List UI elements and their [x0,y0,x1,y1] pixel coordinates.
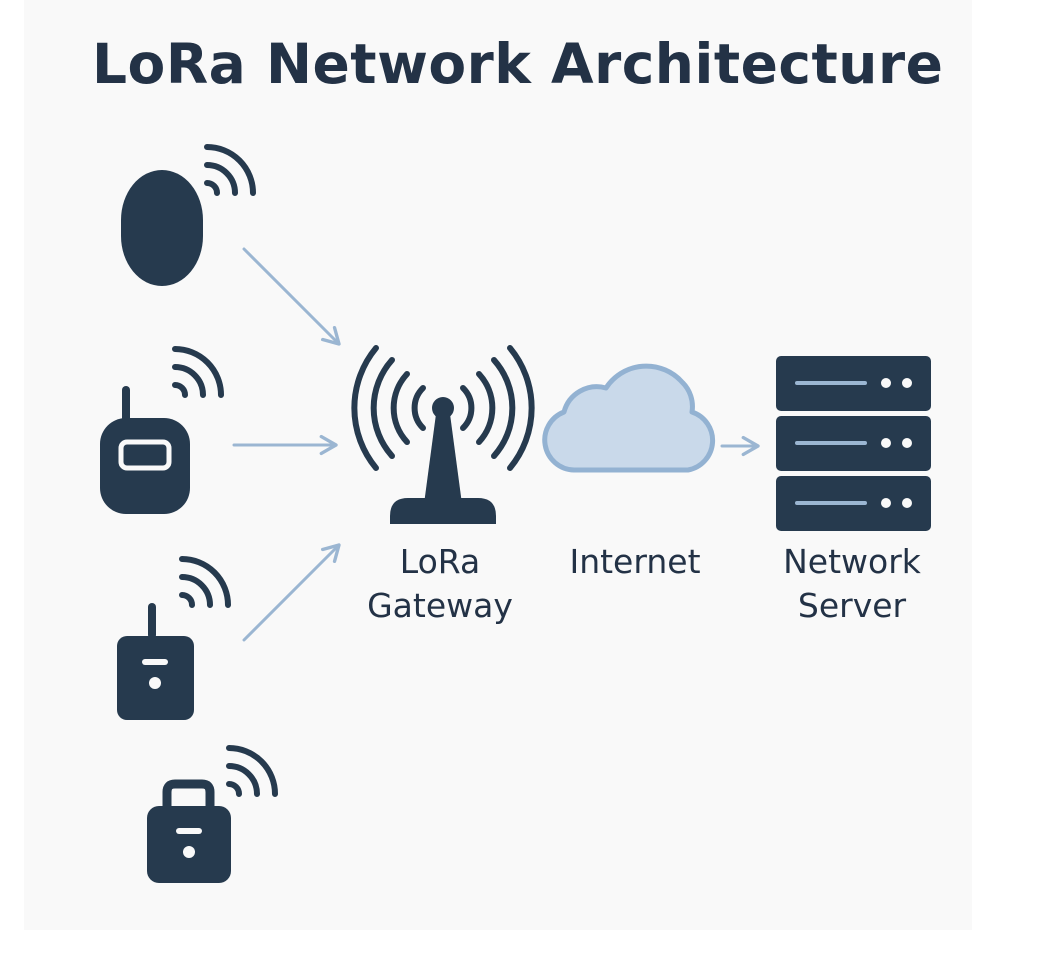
gateway-tower-icon [351,345,535,524]
device-to-gateway-arrows [232,247,341,642]
wifi-signal-icon [226,745,278,797]
diagram-title: LoRa Network Architecture [92,32,944,96]
arrow-device-3 [242,543,341,642]
gateway-label: LoRa Gateway [340,540,540,628]
tracker-device-icon [100,386,190,514]
wifi-signal-icon [179,556,231,608]
gateway-label-line-2: Gateway [367,586,513,625]
server-label-line-2: Server [797,586,907,625]
sensor-node-device-icon [117,603,194,720]
internet-label: Internet [540,540,730,584]
server-label: Network Server [752,540,952,628]
internet-label-line-1: Internet [569,542,701,581]
padlock-tag-device-icon [147,779,231,883]
server-label-line-1: Network [783,542,921,581]
wifi-signal-icon [172,346,224,398]
wifi-signal-icon [204,144,256,196]
internet-cloud-icon [542,363,716,473]
arrow-device-1 [242,247,341,346]
gateway-label-line-1: LoRa [399,542,481,581]
oval-sensor-device-icon [121,170,203,286]
network-server-icon [776,356,931,531]
